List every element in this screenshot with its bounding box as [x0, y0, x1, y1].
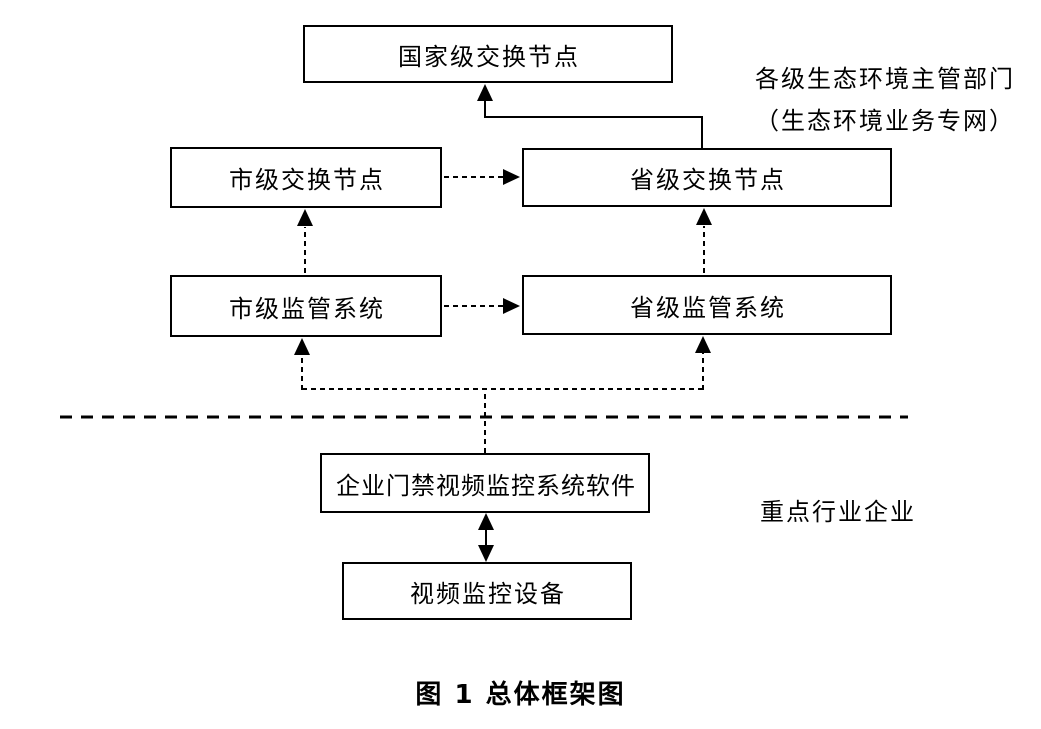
- edge-enterprise-software-video-device: [478, 513, 494, 562]
- arrowhead-up-icon: [294, 338, 310, 355]
- arrowhead-up-icon: [696, 208, 712, 225]
- node-city-exchange: 市级交换节点: [170, 147, 442, 208]
- arrowhead-up-icon: [478, 513, 494, 530]
- gov-zone-label-line1: 各级生态环境主管部门: [755, 65, 1015, 93]
- edge-enterprise-to-supervision-systems: [294, 336, 711, 453]
- node-city-supervision: 市级监管系统: [170, 275, 442, 337]
- gov-zone-label: 各级生态环境主管部门 （生态环境业务专网）: [730, 58, 1040, 142]
- edge-province-exchange-to-national: [477, 84, 703, 148]
- node-enterprise-software: 企业门禁视频监控系统软件: [320, 453, 650, 513]
- arrowhead-up-icon: [297, 209, 313, 226]
- edge-city-supervision-to-city-exchange: [297, 209, 313, 273]
- edge-city-exchange-to-province-exchange: [444, 169, 520, 185]
- arrowhead-up-icon: [477, 84, 493, 101]
- gov-zone-label-line2: （生态环境业务专网）: [755, 107, 1015, 135]
- arrowhead-down-icon: [478, 545, 494, 562]
- enterprise-zone-label: 重点行业企业: [760, 498, 916, 526]
- arrowhead-right-icon: [503, 169, 520, 185]
- figure-caption: 图 1 总体框架图: [415, 680, 626, 710]
- edge-province-supervision-to-province-exchange: [696, 208, 712, 273]
- node-video-device: 视频监控设备: [342, 562, 632, 620]
- arrowhead-up-icon: [695, 336, 711, 353]
- edge-city-supervision-to-province-supervision: [444, 298, 520, 314]
- arrowhead-right-icon: [503, 298, 520, 314]
- node-province-supervision: 省级监管系统: [522, 275, 892, 335]
- node-province-exchange: 省级交换节点: [522, 148, 892, 207]
- node-national-exchange: 国家级交换节点: [303, 25, 673, 83]
